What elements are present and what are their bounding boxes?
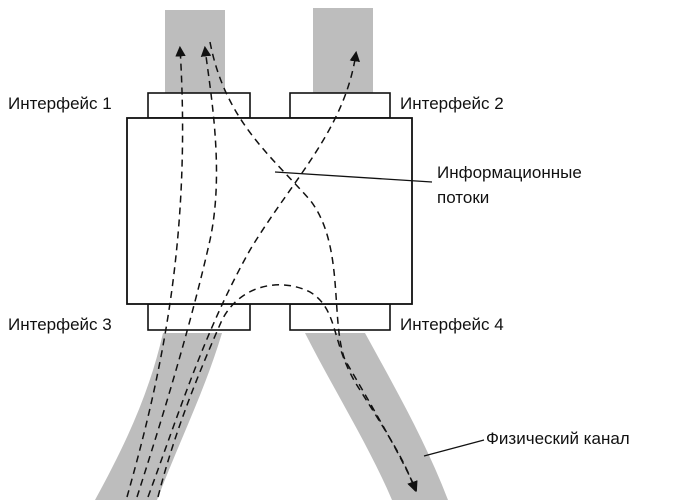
physical-channel-label: Физический канал: [486, 429, 630, 448]
physical-channel-leader-line: [423, 439, 485, 457]
info-flows-leader-line: [274, 171, 433, 183]
channel-top-left: [165, 10, 225, 93]
information-flows: [126, 41, 418, 498]
interface-1-port: [147, 92, 251, 119]
info-flows-label-line1: Информационные: [437, 163, 582, 182]
interface-3-label: Интерфейс 3: [8, 315, 112, 334]
channel-bottom-left: [95, 333, 222, 500]
flow-arrow-2: [136, 45, 218, 498]
flow-arrow-4: [209, 41, 418, 492]
interface-3-port: [147, 303, 251, 331]
interface-1-label: Интерфейс 1: [8, 94, 112, 113]
info-flows-label-line2: потоки: [437, 188, 489, 207]
flow-arrow-1: [126, 45, 186, 498]
device-box: [126, 117, 413, 305]
interface-2-port: [289, 92, 391, 119]
flow-arrow-5: [157, 284, 418, 498]
channel-top-right: [313, 8, 373, 93]
interface-4-label: Интерфейс 4: [400, 315, 504, 334]
flow-arrow-3: [147, 50, 361, 498]
interface-2-label: Интерфейс 2: [400, 94, 504, 113]
interface-4-port: [289, 303, 391, 331]
